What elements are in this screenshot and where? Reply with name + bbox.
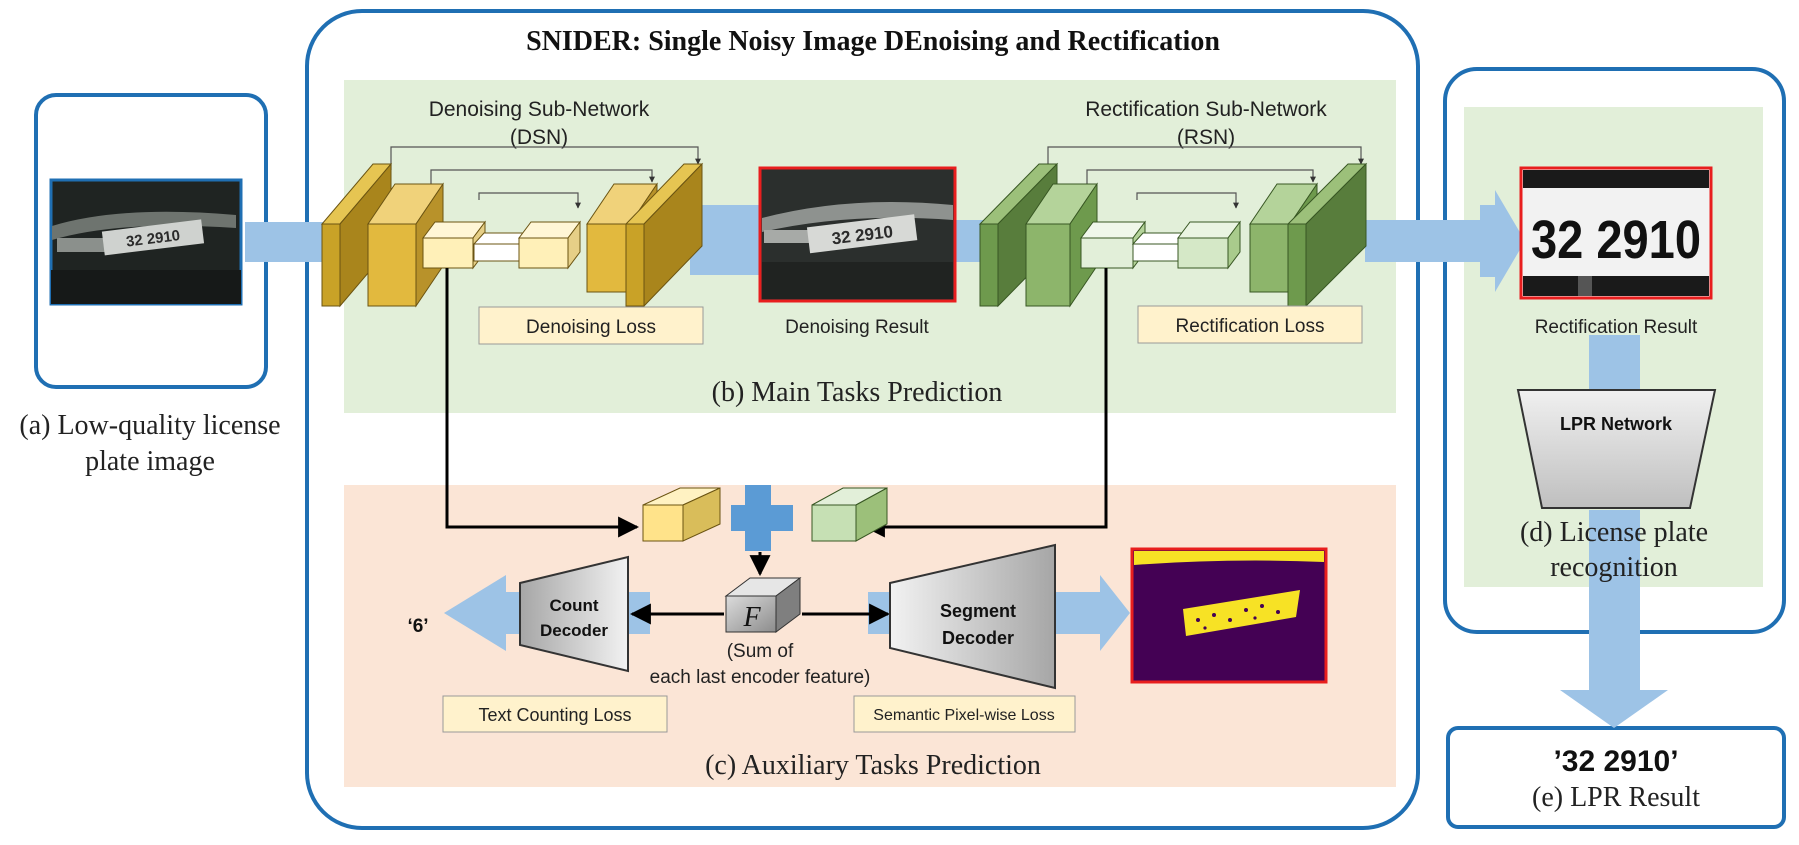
text-counting-loss-box [442,695,668,733]
rsn-abbr: (RSN) [1177,126,1235,149]
denoising-loss-label: Denoising Loss [526,317,656,338]
rectification-loss-box [1137,305,1363,344]
rectification-result-image: 32 2910 [1519,166,1713,300]
rsn-name: Rectification Sub-Network [1085,98,1327,121]
lpr-network-label: LPR Network [1560,414,1673,434]
dsn-abbr: (DSN) [510,126,568,149]
result-frame [1446,726,1786,829]
rsn-skip-connections [1047,146,1364,209]
snider-frame [305,9,1420,830]
rsn-feature-cube [811,487,888,542]
feature-note-line2: each last encoder feature) [650,667,871,688]
encoder-feature-connectors [445,268,1108,538]
rectified-plate-text: 32 2910 [1531,210,1701,270]
dsn-name: Denoising Sub-Network [429,98,650,121]
count-decoder-block [519,555,629,673]
count-decoder-line1: Count [549,596,598,615]
denoising-result-label: Denoising Result [785,317,929,338]
segment-decoder-block [889,543,1056,690]
segment-decoder-line2: Decoder [942,628,1014,648]
denoising-loss-box [478,306,704,345]
lpr-result-caption: (e) LPR Result [1532,782,1700,813]
feature-note-line1: (Sum of [727,641,794,662]
segmentation-map-image [1130,547,1328,684]
sum-plus-icon [731,485,793,551]
semantic-loss-box [853,695,1076,733]
dsn-network-blocks [320,162,704,308]
lpr-result-value: ’32 2910’ [1553,745,1678,778]
rsn-network-blocks [978,162,1368,308]
diagram-title: SNIDER: Single Noisy Image DEnoising and… [526,26,1220,57]
text-counting-loss-label: Text Counting Loss [478,705,631,725]
noisy-input-image: 32 2910 [49,178,243,306]
input-caption-line2: plate image [85,446,215,477]
segment-decoder-line1: Segment [940,601,1016,621]
semantic-loss-label: Semantic Pixel-wise Loss [873,707,1054,724]
dsn-feature-cube [642,487,721,542]
auxiliary-tasks-caption: (c) Auxiliary Tasks Prediction [705,750,1041,781]
denoising-result-image: 32 2910 [758,166,957,303]
count-output-value: ‘6’ [407,616,428,637]
input-caption-line1: (a) Low-quality license [19,410,280,441]
dsn-skip-connections [390,146,701,209]
fused-feature-symbol: F [742,602,761,633]
fused-feature-cube: F [724,577,802,633]
main-tasks-caption: (b) Main Tasks Prediction [712,377,1003,408]
lpr-network-block [1516,389,1717,509]
rectification-result-label: Rectification Result [1535,317,1698,338]
rectification-loss-label: Rectification Loss [1176,316,1325,337]
recognition-caption-line1: (d) License plate [1520,517,1708,548]
recognition-caption-line2: recognition [1550,552,1678,583]
noisy-plate-text: 32 2910 [125,227,181,250]
count-decoder-line2: Decoder [540,621,608,640]
